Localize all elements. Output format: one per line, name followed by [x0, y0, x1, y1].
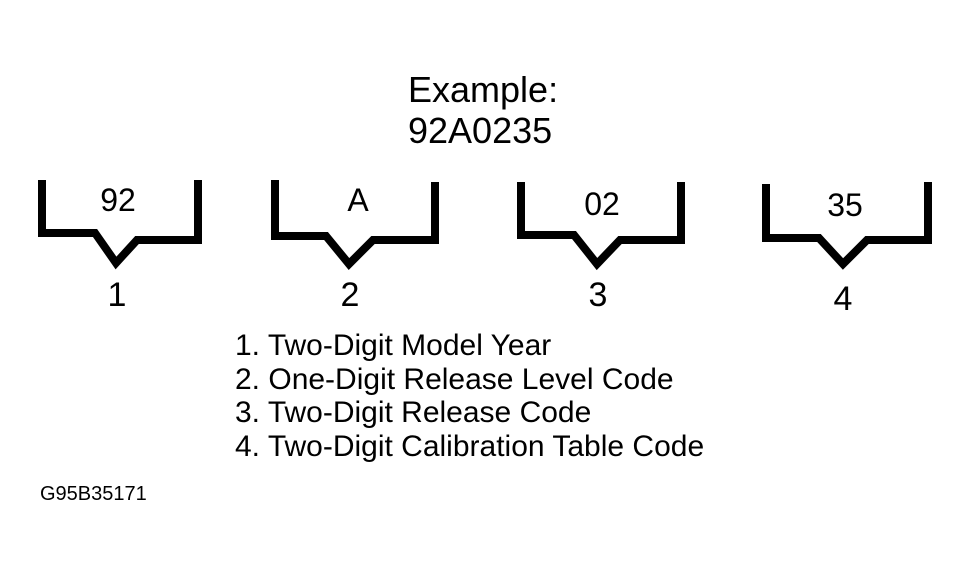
bracket-2 — [271, 180, 439, 270]
legend-item-4: 4. Two-Digit Calibration Table Code — [235, 429, 705, 463]
segment-1-value: 92 — [100, 182, 136, 218]
example-label: Example: — [408, 69, 559, 110]
segment-4-value: 35 — [827, 187, 863, 223]
bracket-3 — [517, 182, 685, 271]
segment-2-value: A — [347, 182, 369, 218]
segment-2-number: 2 — [340, 276, 360, 314]
segment-4-number: 4 — [833, 280, 853, 318]
figure-id: G95B35171 — [40, 483, 147, 505]
bracket-4 — [762, 182, 932, 270]
segment-1-number: 1 — [107, 276, 127, 314]
legend-item-3: 3. Two-Digit Release Code — [235, 396, 592, 429]
segment-3-value: 02 — [584, 186, 620, 222]
legend-item-1: 1. Two-Digit Model Year — [235, 329, 552, 362]
bracket-1 — [38, 180, 202, 270]
legend-list: 1. Two-Digit Model Year 2. One-Digit Rel… — [235, 329, 704, 463]
segment-3-number: 3 — [588, 276, 608, 314]
legend-item-2: 2. One-Digit Release Level Code — [235, 362, 674, 396]
example-code: 92A0235 — [408, 110, 553, 151]
